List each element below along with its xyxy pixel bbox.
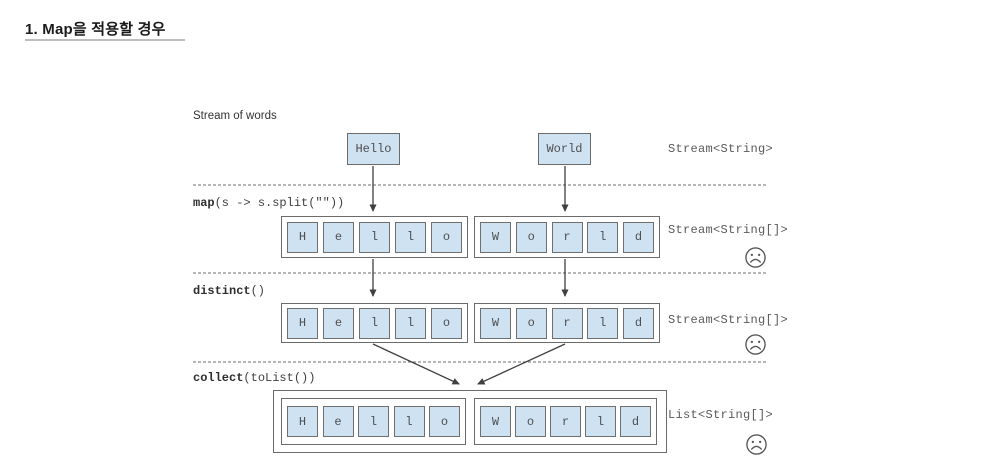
char-cell: W [480, 221, 511, 253]
op-args: (s -> s.split("")) [214, 196, 345, 210]
char-cell: o [431, 221, 462, 253]
char-cell: e [322, 406, 354, 437]
char-cell: W [480, 406, 511, 437]
char-cell: l [359, 307, 390, 339]
op-args: () [250, 284, 266, 298]
op-label-collect: collect(toList()) [193, 371, 315, 385]
op-label-map: map(s -> s.split("")) [193, 196, 344, 210]
title-underline [25, 39, 185, 41]
word-label: Hello [355, 142, 392, 156]
arrow-hello-to-collect [372, 343, 460, 385]
char-cell: e [323, 307, 354, 339]
char-cell: e [323, 221, 354, 253]
char-cell: l [358, 406, 389, 437]
type-label-list-string-array: List<String[]> [668, 408, 774, 422]
char-cell: l [395, 221, 426, 253]
char-cell: W [480, 307, 511, 339]
array-box-hello-list: H e l l o [281, 398, 466, 445]
char-cell: H [287, 406, 318, 437]
char-cell: l [359, 221, 390, 253]
op-name: map [193, 196, 215, 210]
char-cell: o [515, 221, 547, 253]
char-cell: d [623, 307, 654, 339]
sad-face-icon [745, 334, 766, 355]
char-cell: r [551, 221, 583, 253]
page-title: 1. Map을 적용할 경우 [25, 21, 166, 39]
char-cell: d [620, 406, 651, 437]
type-label-stream-string: Stream<String> [668, 142, 774, 156]
char-cell: l [395, 307, 426, 339]
char-cell: o [431, 307, 462, 339]
type-label-stream-string-array-2: Stream<String[]> [668, 313, 789, 327]
char-cell: r [551, 307, 583, 339]
array-box-world-row1: W o r l d [474, 216, 660, 258]
array-box-hello-row1: H e l l o [281, 216, 468, 258]
char-cell: l [587, 307, 619, 339]
char-cell: o [429, 406, 460, 437]
char-cell: d [623, 221, 654, 253]
array-box-hello-row2: H e l l o [281, 303, 468, 343]
char-cell: l [587, 221, 619, 253]
word-box-hello: Hello [347, 133, 400, 165]
array-box-world-list: W o r l d [474, 398, 657, 445]
stream-of-words-label: Stream of words [193, 110, 277, 122]
list-box: H e l l o W o r l d [273, 390, 667, 453]
word-box-world: World [538, 133, 591, 165]
char-cell: l [393, 406, 425, 437]
op-name: collect [193, 371, 244, 385]
char-cell: l [585, 406, 616, 437]
op-args: (toList()) [243, 371, 316, 385]
char-cell: H [287, 307, 318, 339]
sad-face-icon [745, 247, 766, 268]
arrow-world-to-collect [477, 343, 566, 385]
type-label-stream-string-array-1: Stream<String[]> [668, 223, 789, 237]
word-label: World [546, 142, 583, 156]
char-cell: H [287, 221, 318, 253]
char-cell: r [550, 406, 581, 437]
char-cell: o [515, 406, 546, 437]
sad-face-icon [746, 434, 767, 455]
array-box-world-row2: W o r l d [474, 303, 660, 343]
op-label-distinct: distinct() [193, 284, 265, 298]
char-cell: o [515, 307, 547, 339]
op-name: distinct [193, 284, 251, 298]
